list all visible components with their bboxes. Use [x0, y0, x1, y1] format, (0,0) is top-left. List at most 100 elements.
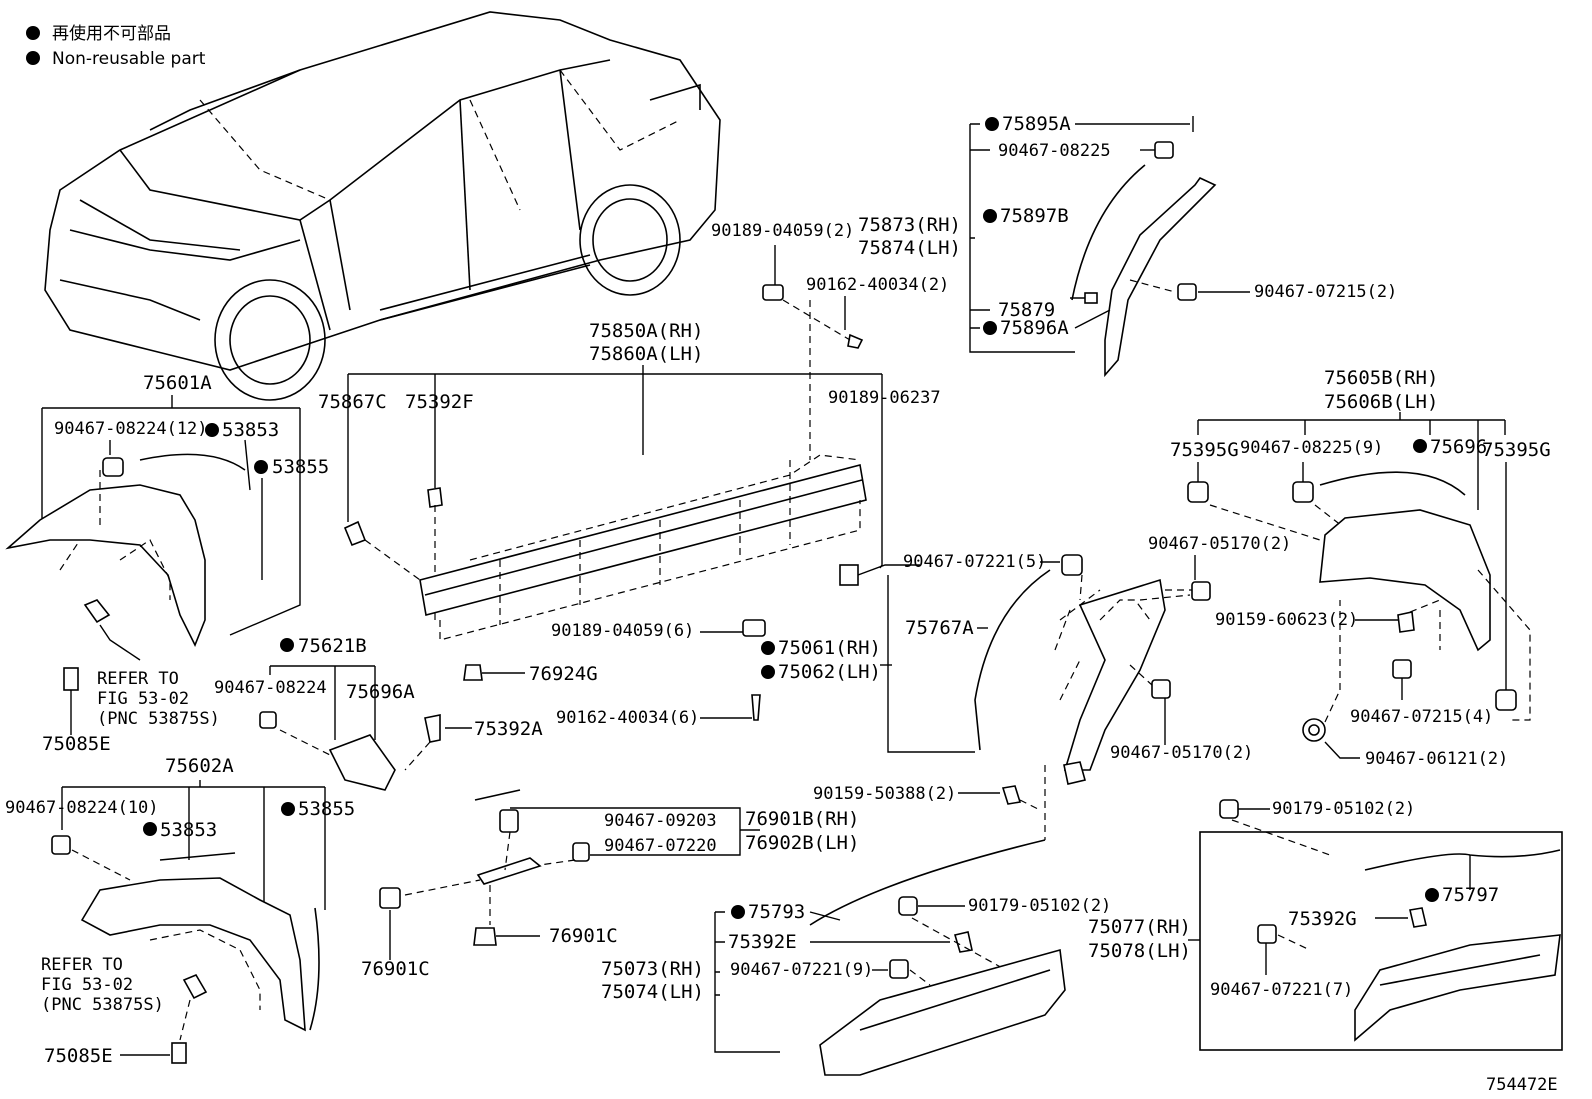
part-90467-07215-2: 90467-07215(2) — [1254, 282, 1397, 302]
part-75074-lh: 75074(LH) — [601, 981, 704, 1003]
part-76901B-rh: 76901B(RH) — [745, 808, 859, 830]
part-75896A: 75896A — [1000, 317, 1069, 339]
quarter-strip-shape — [1104, 176, 1217, 378]
part-75395G-a: 75395G — [1170, 439, 1239, 461]
part-90467-07221-5: 90467-07221(5) — [903, 552, 1046, 572]
figure-id: 754472E — [1486, 1075, 1558, 1095]
non-reusable-dot-icon — [280, 638, 294, 652]
part-90467-07221-7: 90467-07221(7) — [1210, 980, 1353, 1000]
non-reusable-dot-icon — [985, 117, 999, 131]
part-75392A: 75392A — [474, 718, 543, 740]
non-reusable-dot-icon — [731, 905, 745, 919]
garnish-shape — [328, 734, 396, 791]
door-flare-shape — [1063, 578, 1166, 771]
part-75078-lh: 75078(LH) — [1088, 940, 1191, 962]
step-bracket-group: 90467-09203 90467-07220 76901B(RH) 76902… — [361, 789, 859, 980]
clip-icon — [51, 835, 71, 855]
clip-icon — [1187, 481, 1209, 503]
part-75085E-b: 75085E — [44, 1045, 113, 1067]
refer-line3-b: (PNC 53875S) — [41, 995, 164, 1015]
clip-icon — [572, 842, 590, 862]
part-76901C-b: 76901C — [549, 925, 618, 947]
part-75602A: 75602A — [165, 755, 234, 777]
clip-icon — [1191, 581, 1211, 601]
non-reusable-dot-icon — [254, 460, 268, 474]
non-reusable-dot-icon — [205, 423, 219, 437]
part-90467-05170-2-a: 90467-05170(2) — [1148, 534, 1291, 554]
part-90467-08224-12: 90467-08224(12) — [54, 419, 208, 439]
part-76901C-a: 76901C — [361, 958, 430, 980]
rocker-group: 75850A(RH) 75860A(LH) 75867C 75392F 9018… — [318, 221, 949, 728]
part-90467-08224-10: 90467-08224(10) — [5, 798, 159, 818]
front-arch-group: 75602A 90467-08224(10) 53853 53855 REFER… — [5, 755, 355, 1067]
clip-icon — [102, 457, 124, 477]
part-75605B-rh: 75605B(RH) — [1324, 367, 1438, 389]
part-75061-rh: 75061(RH) — [778, 637, 881, 659]
bracket-shape — [476, 857, 542, 885]
part-75897B: 75897B — [1000, 205, 1069, 227]
clip-icon — [898, 896, 918, 916]
nut-icon — [1302, 718, 1326, 742]
part-75696: 75696 — [1430, 436, 1487, 458]
part-90159-50388-2: 90159-50388(2) — [813, 784, 956, 804]
non-reusable-dot-icon — [1413, 439, 1427, 453]
legend-jp: 再使用不可部品 — [52, 23, 171, 44]
rear-door-moulding-shape — [1354, 934, 1561, 1042]
part-90467-07215-4: 90467-07215(4) — [1350, 707, 1493, 727]
small-garnish-group: 75621B 90467-08224 75696A 75392A — [214, 635, 543, 791]
part-75601A: 75601A — [143, 372, 212, 394]
part-75392G: 75392G — [1288, 908, 1357, 930]
part-90467-07220: 90467-07220 — [604, 836, 717, 856]
refer-line1: REFER TO — [97, 669, 179, 689]
clip-icon — [1061, 554, 1083, 576]
part-90179-05102-2-b: 90179-05102(2) — [1272, 799, 1415, 819]
part-75797: 75797 — [1442, 884, 1499, 906]
front-door-moulding-group: 75793 75392E 90179-05102(2) 75073(RH) 75… — [601, 839, 1111, 1076]
clip-icon — [1177, 283, 1197, 301]
clip-icon — [499, 809, 519, 833]
non-reusable-dot-icon — [143, 822, 157, 836]
part-75621B: 75621B — [298, 635, 367, 657]
non-reusable-dot-icon — [26, 26, 40, 40]
part-90162-40034-2: 90162-40034(2) — [806, 275, 949, 295]
part-90159-60623-2: 90159-60623(2) — [1215, 610, 1358, 630]
part-75860A-lh: 75860A(LH) — [589, 343, 703, 365]
clip-icon — [379, 887, 401, 909]
part-75606B-lh: 75606B(LH) — [1324, 391, 1438, 413]
part-90467-09203: 90467-09203 — [604, 811, 717, 831]
clip-icon — [1292, 481, 1314, 503]
part-75895A: 75895A — [1002, 113, 1071, 135]
part-75879: 75879 — [998, 299, 1055, 321]
part-76902B-lh: 76902B(LH) — [745, 832, 859, 854]
clip-icon — [1084, 292, 1098, 304]
part-75867C: 75867C — [318, 391, 387, 413]
screw-icon — [171, 1042, 187, 1064]
part-75850A-rh: 75850A(RH) — [589, 320, 703, 342]
part-90467-05170-2-b: 90467-05170(2) — [1110, 743, 1253, 763]
clip-icon — [1154, 141, 1174, 159]
clip-icon — [1495, 689, 1517, 711]
part-75793: 75793 — [748, 901, 805, 923]
part-75696A: 75696A — [346, 681, 415, 703]
refer-line2: FIG 53-02 — [97, 689, 189, 709]
door-flare-group: 90467-07221(5) 75767A 90467-05170(2) 901… — [813, 552, 1253, 840]
part-53853-b: 53853 — [160, 819, 217, 841]
front-flare-group: 75601A 90467-08224(12) 53853 53855 REFER… — [5, 372, 329, 755]
part-90179-05102-2-a: 90179-05102(2) — [968, 896, 1111, 916]
rear-door-moulding-group: 90179-05102(2) 75797 75392G 75077(RH) 75… — [1088, 799, 1563, 1051]
part-90189-04059-6: 90189-04059(6) — [551, 621, 694, 641]
clip-icon — [742, 619, 766, 637]
part-75073-rh: 75073(RH) — [601, 958, 704, 980]
part-75392F: 75392F — [405, 391, 474, 413]
part-75077-rh: 75077(RH) — [1088, 916, 1191, 938]
part-90467-07221-9: 90467-07221(9) — [730, 960, 873, 980]
vehicle-illustration — [44, 11, 721, 401]
clip-icon — [762, 284, 784, 301]
clip-icon — [1219, 799, 1239, 819]
non-reusable-dot-icon — [761, 641, 775, 655]
rocker-moulding-shape — [419, 464, 867, 616]
part-75392E: 75392E — [728, 931, 797, 953]
part-75873-rh: 75873(RH) — [858, 214, 961, 236]
clip-icon — [889, 959, 909, 979]
